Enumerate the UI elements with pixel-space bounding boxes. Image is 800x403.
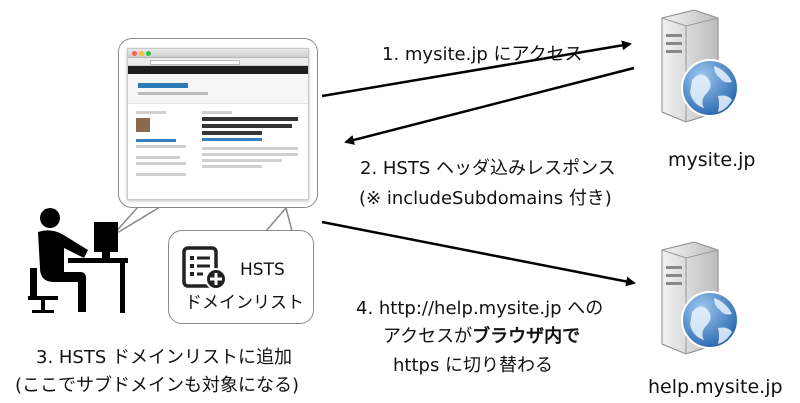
step4-text-line3: https に切り替わる — [393, 355, 554, 376]
hsts-box-tail — [265, 206, 293, 232]
step4-text: 4. http://help.mysite.jp への — [356, 298, 604, 319]
step4-text-bold: ブラウザ内で — [472, 326, 581, 347]
server-globe-icon — [661, 241, 739, 355]
step4-text-line2: アクセスがブラウザ内で — [383, 326, 580, 348]
hsts-list-label-sub: ドメインリスト — [185, 293, 304, 313]
hsts-list-box — [168, 230, 314, 324]
person-at-computer-icon — [28, 208, 128, 313]
server-label-help-mysite: help.mysite.jp — [648, 376, 783, 398]
step2-note: (※ includeSubdomains 付き) — [359, 188, 612, 209]
browser-window-icon — [127, 48, 309, 200]
server-globe-icon — [661, 9, 739, 123]
step4-text-plain: アクセスが — [383, 326, 473, 347]
step2-text: 2. HSTS ヘッダ込みレスポンス — [360, 158, 616, 179]
arrow-request — [321, 40, 632, 98]
hsts-list-label: HSTS — [240, 260, 285, 280]
step3-text: 3. HSTS ドメインリストに追加 — [36, 347, 292, 368]
step3-note: (ここでサブドメインも対象になる) — [15, 375, 300, 396]
server-label-mysite: mysite.jp — [668, 149, 756, 171]
list-add-icon — [182, 246, 227, 290]
arrow-response — [344, 66, 635, 145]
step1-text: 1. mysite.jp にアクセス — [382, 44, 583, 65]
arrow-https-redirect — [321, 220, 636, 287]
